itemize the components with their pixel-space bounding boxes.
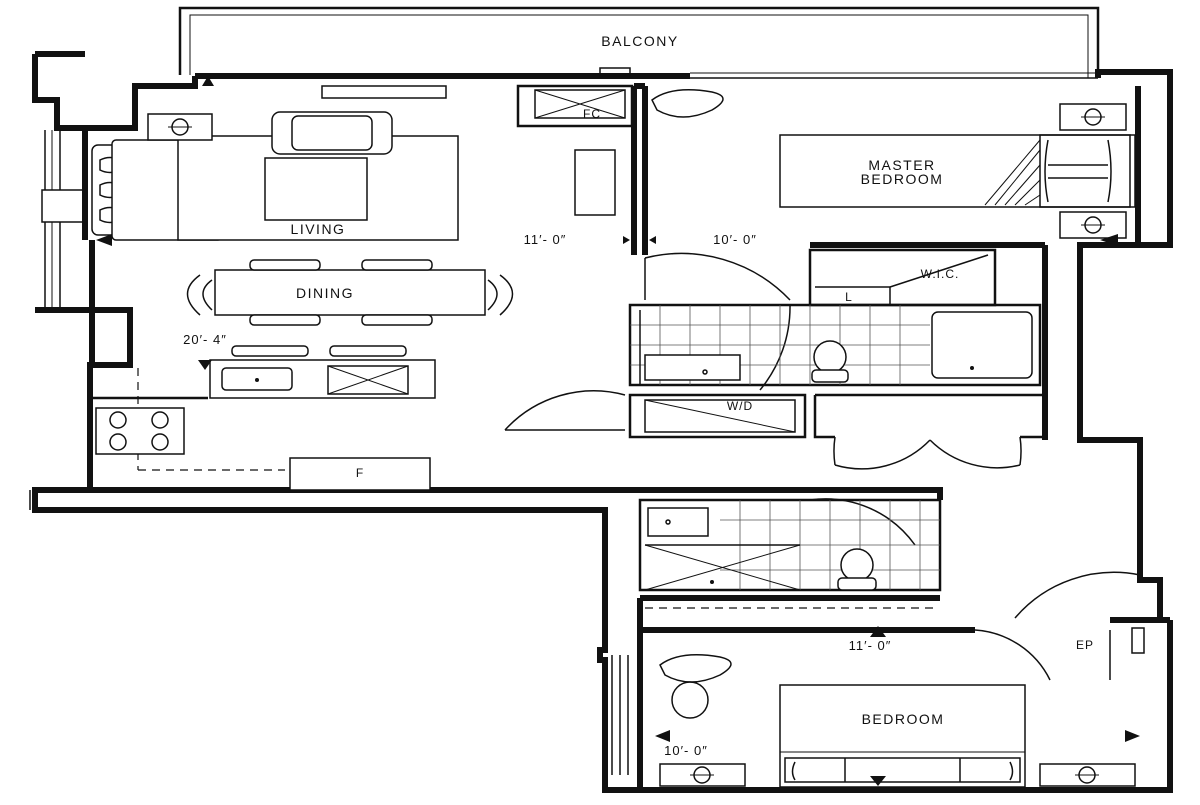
fridge-label: F — [356, 466, 364, 480]
living-width-dimension: 11′- 0″ — [524, 232, 567, 247]
nightstand-icon — [659, 763, 746, 787]
living-depth-dimension: 20′- 4″ — [183, 332, 227, 347]
bedroom-furniture — [611, 626, 1140, 788]
kitchen — [92, 345, 436, 491]
master-width-dimension: 10′- 0″ — [713, 232, 757, 247]
dimension-markers — [623, 236, 656, 244]
nightstand-icon — [1059, 103, 1127, 131]
master-bedroom-furniture — [651, 89, 1136, 246]
master-bedroom-label-line2: BEDROOM — [861, 171, 944, 187]
exterior-walls — [29, 51, 1173, 793]
bathroom-2 — [644, 500, 940, 591]
dining-label: DINING — [296, 285, 354, 301]
dining-furniture — [186, 259, 514, 326]
interior-walls — [516, 83, 1170, 790]
wic-label: W.I.C. — [921, 267, 960, 281]
outlet-icon — [147, 113, 213, 141]
linen-label: L — [845, 290, 853, 304]
wd-label: W/D — [727, 399, 753, 413]
master-bedroom-label-line1: MASTER — [868, 157, 935, 173]
bedroom-label: BEDROOM — [862, 711, 945, 727]
living-label: LIVING — [291, 221, 346, 237]
nightstand-icon — [1059, 211, 1127, 239]
nightstand-icon — [1039, 763, 1136, 787]
living-furniture — [91, 111, 616, 246]
bedroom-depth-dimension: 10′- 0″ — [664, 743, 708, 758]
ep-label: EP — [1076, 638, 1094, 652]
balcony-label: BALCONY — [601, 33, 678, 49]
fc-label: FC — [583, 107, 601, 121]
bathroom-1 — [630, 305, 1033, 385]
door-swings — [504, 252, 1141, 681]
bedroom-width-dimension: 11′- 0″ — [849, 638, 892, 653]
balcony-area — [178, 6, 1100, 99]
